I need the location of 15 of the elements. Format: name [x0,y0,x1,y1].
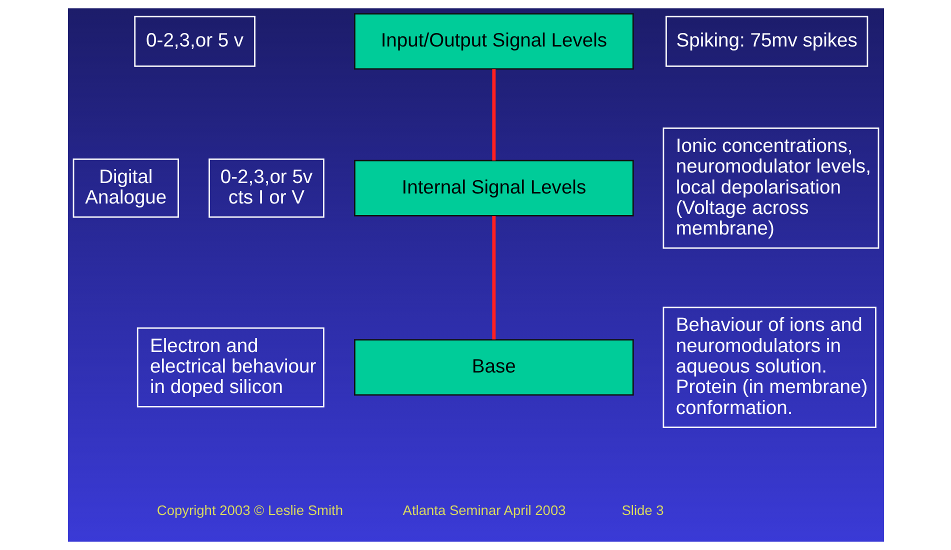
node-box: Spiking: 75mv spikes [665,16,868,67]
node-box: 0-2,3,or 5v cts I or V [208,158,324,218]
node-box: Ionic concentrations, neuromodulator levels, local depolarisation (Voltage across membrane) [662,128,879,249]
label: Slide 3 [621,502,664,518]
node-box: Electron and electrical behaviour in doped silicon [136,327,324,408]
label: Copyright 2003 © Leslie Smith [156,502,343,518]
node-box: Digital Analogue [72,158,178,218]
connector [492,216,496,340]
connector [492,69,496,161]
node-box: 0-2,3,or 5 v [134,16,255,67]
node-box: Internal Signal Levels [354,160,634,216]
node-box: Base [354,339,634,396]
node-box: Behaviour of ions and neuromodulators in aqueous solution. Protein (in membrane) conformation. [662,306,876,428]
node-box: Input/Output Signal Levels [354,13,634,70]
label: Atlanta Seminar April 2003 [402,502,566,518]
